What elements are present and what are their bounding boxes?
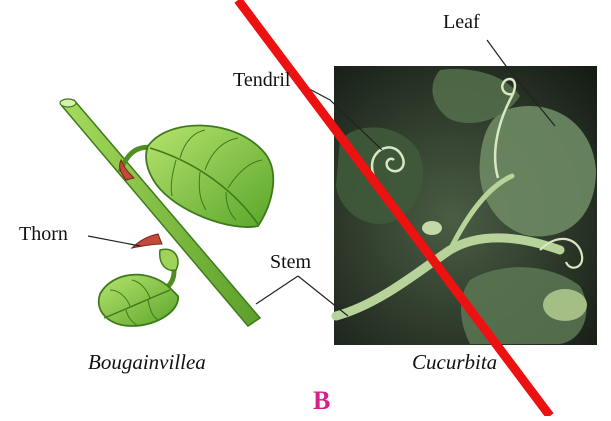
small-bud (422, 221, 442, 235)
figure-letter: B (313, 388, 330, 414)
stem-label: Stem (270, 252, 311, 272)
bougainvillea-caption: Bougainvillea (88, 352, 206, 373)
stem-leader-line-left (256, 276, 298, 304)
thorn-label: Thorn (19, 224, 68, 244)
cucurbita-caption: Cucurbita (412, 352, 497, 373)
thorn-leader-line (88, 236, 140, 246)
leaf-label: Leaf (443, 12, 480, 32)
tendril-label: Tendril (233, 70, 311, 90)
flower-bud (543, 289, 587, 321)
stem-cut-end (60, 99, 76, 107)
lower-bud (160, 249, 178, 270)
bougainvillea-illustration (60, 99, 273, 326)
